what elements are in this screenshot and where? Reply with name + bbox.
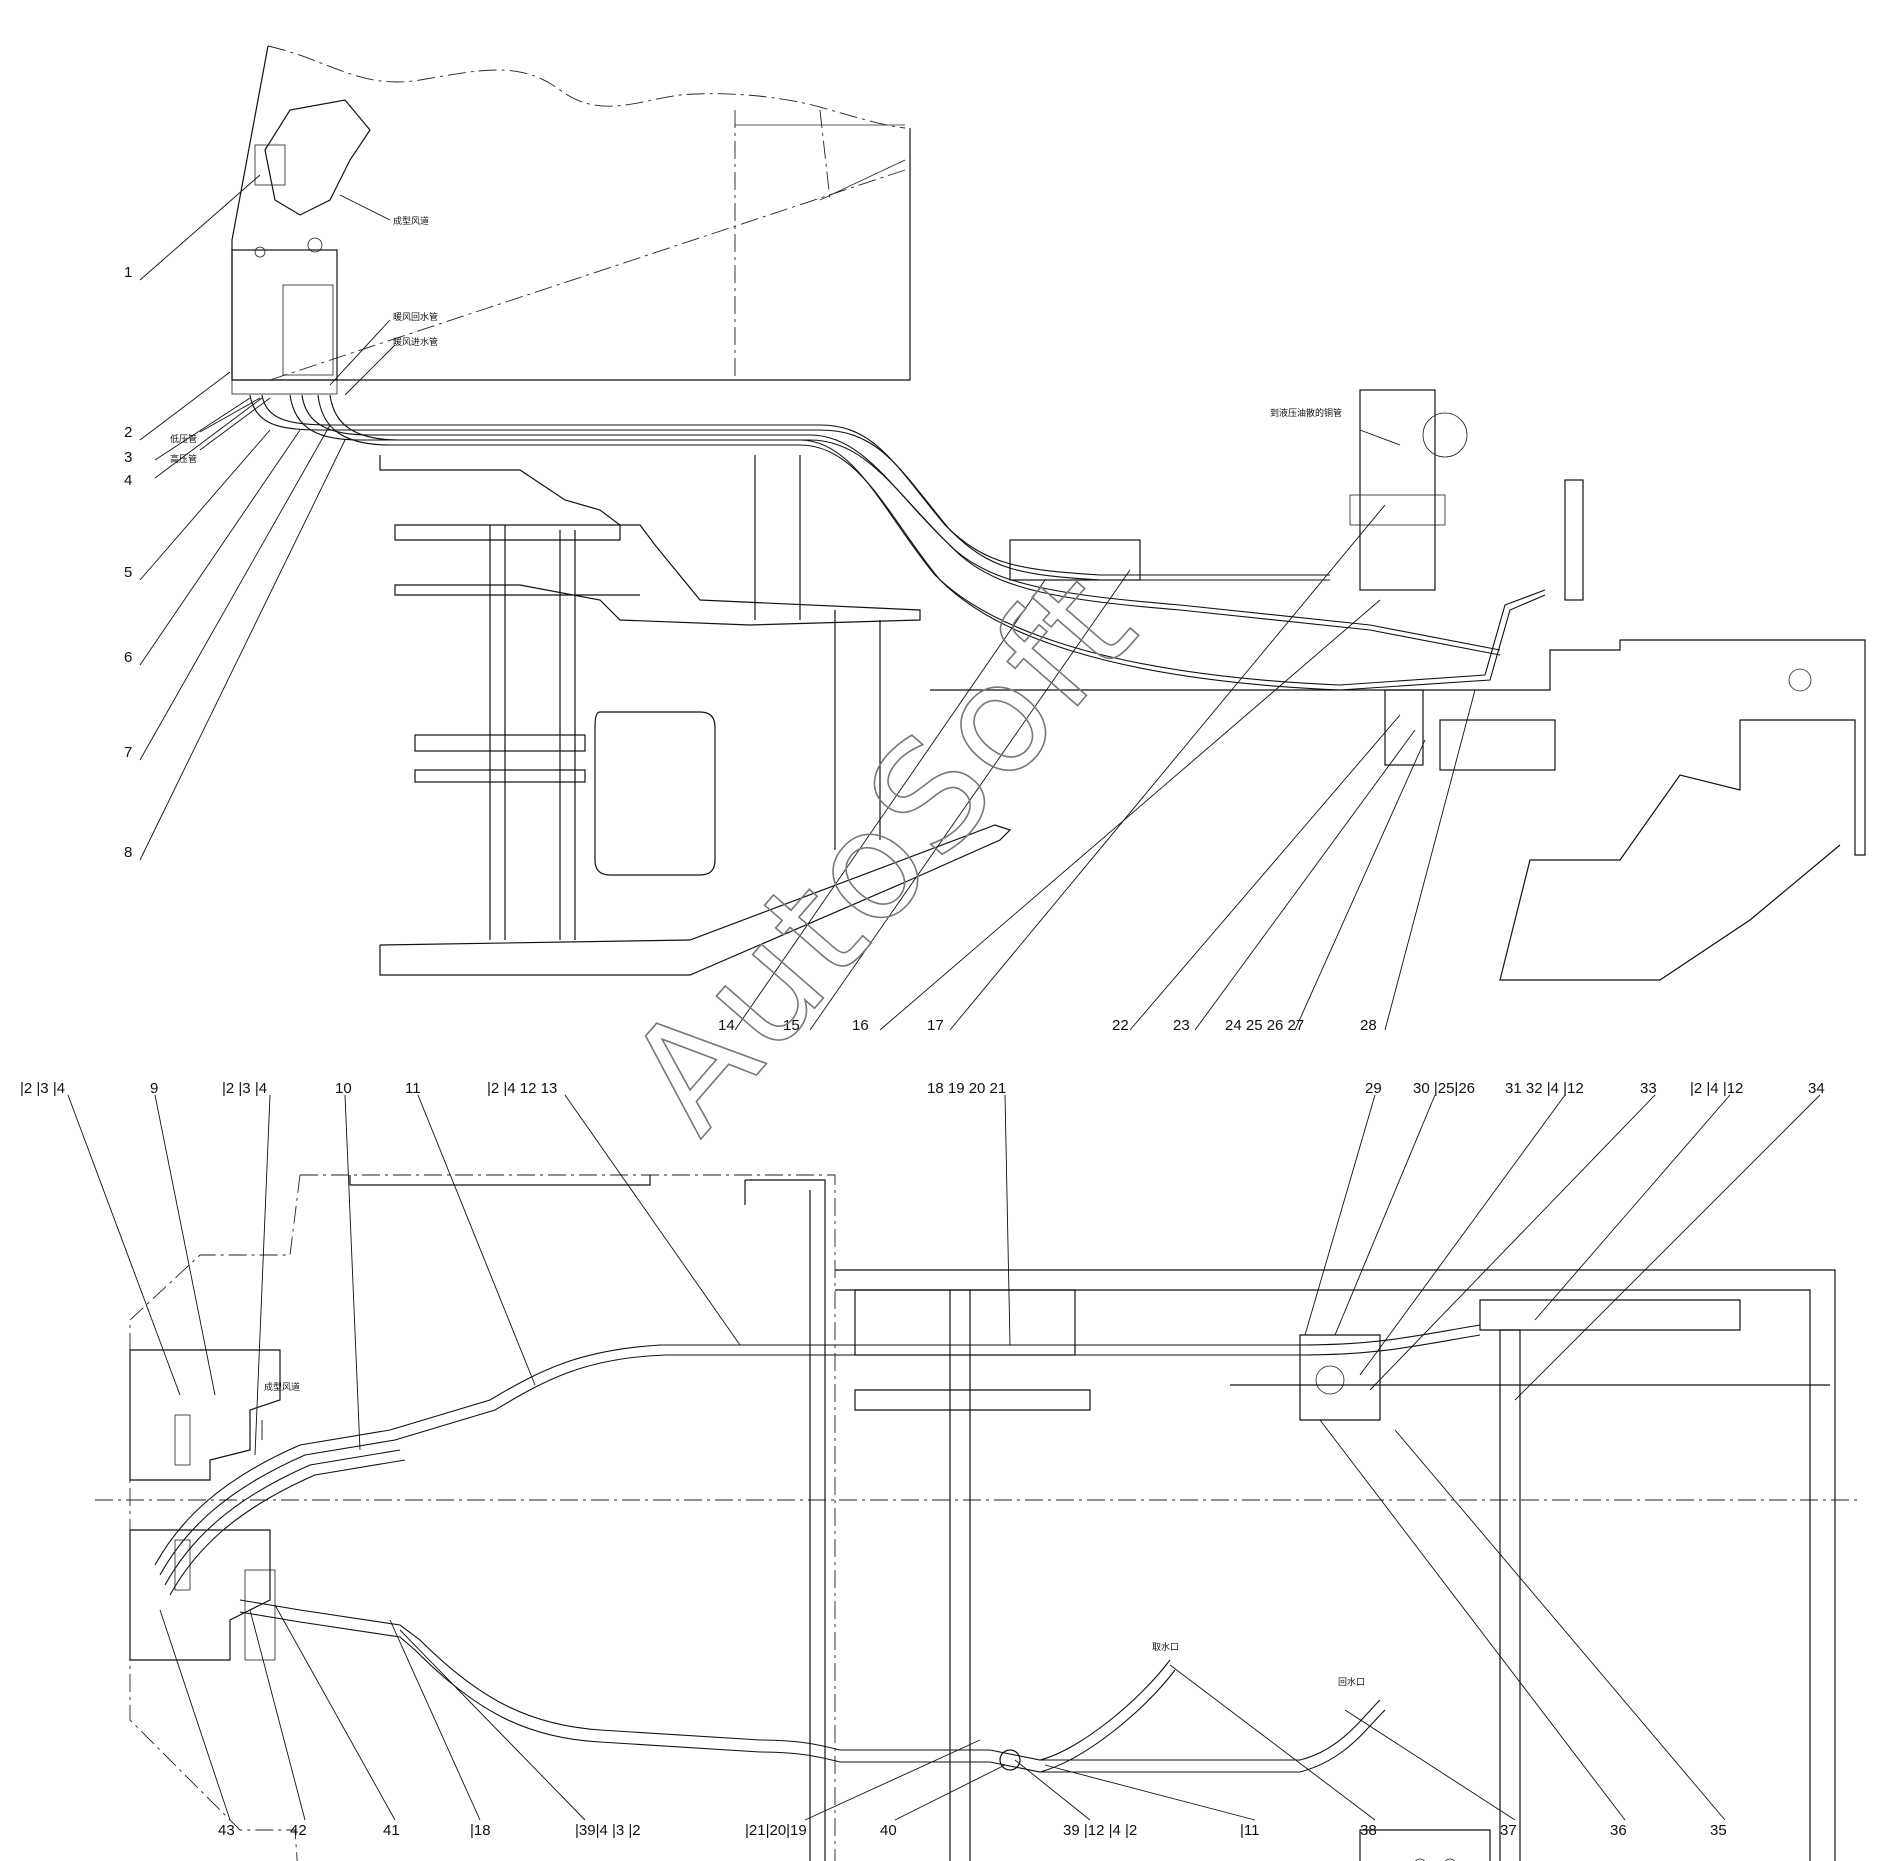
part-label: |18: [470, 1822, 491, 1839]
part-label: 11: [405, 1080, 421, 1097]
cab-footprint: [129, 1174, 301, 1861]
part-label: 10: [335, 1080, 352, 1097]
hvac-unit-plan: [129, 1349, 281, 1481]
part-label: 37: [1500, 1822, 1517, 1839]
part-label: 5: [124, 564, 132, 581]
part-label: 33: [1640, 1080, 1657, 1097]
plan-view: [95, 1174, 1860, 1861]
part-label: 7: [124, 744, 132, 761]
part-label: |2 |4 |12: [1690, 1080, 1743, 1097]
part-label: 17: [927, 1017, 944, 1034]
part-label: |2 |4 12 13: [487, 1080, 557, 1097]
annot-to-oil-pump: 到液压油散的铜管: [1270, 407, 1342, 419]
pump-assembly: [1359, 389, 1436, 591]
annot-duct-plan: 成型风道: [264, 1381, 300, 1393]
part-label: 39 |12 |4 |2: [1063, 1822, 1137, 1839]
part-label: 1: [124, 264, 132, 281]
part-label: 35: [1710, 1822, 1727, 1839]
part-label: 28: [1360, 1017, 1377, 1034]
rear-frame: [930, 639, 1866, 981]
part-label: 41: [383, 1822, 400, 1839]
part-label: 22: [1112, 1017, 1129, 1034]
part-label: 6: [124, 649, 132, 666]
tee-fitting: [999, 1749, 1021, 1771]
part-label: 24 25 26 27: [1225, 1017, 1304, 1034]
compressor-plan: [1299, 1334, 1381, 1421]
hvac-unit: [231, 249, 338, 381]
cab-floor-outline: [744, 1179, 826, 1861]
part-label: 29: [1365, 1080, 1382, 1097]
part-label: 42: [290, 1822, 307, 1839]
cab-break-line: [267, 45, 906, 129]
annot-return-pipe: 暖风回水管: [393, 311, 438, 323]
fuel-tank: [594, 711, 716, 876]
part-label: 23: [1173, 1017, 1190, 1034]
annot-inlet-pipe: 暖风进水管: [393, 336, 438, 348]
seat-frame: [379, 455, 921, 626]
filter-canister: [1384, 689, 1424, 766]
rear-chassis-frame: [835, 1269, 1836, 1861]
annot-water-outlet: 取水口: [1152, 1641, 1179, 1653]
part-label: 40: [880, 1822, 897, 1839]
annot-high-pressure: 高压管: [170, 453, 197, 465]
part-label: |2 |3 |4: [20, 1080, 65, 1097]
part-label: 2: [124, 424, 132, 441]
part-label: 18 19 20 21: [927, 1080, 1006, 1097]
part-label: 30 |25|26: [1413, 1080, 1475, 1097]
annot-low-pressure: 低压管: [170, 433, 197, 445]
part-label: 14: [718, 1017, 735, 1034]
watermark: AutoSoft: [596, 539, 1171, 1164]
annot-water-return: 回水口: [1338, 1676, 1365, 1688]
plan-view-leaders: [67, 1094, 1821, 1821]
air-duct: [264, 99, 371, 216]
side-elevation-view: [231, 45, 1866, 981]
part-label: 4: [124, 472, 132, 489]
part-label: 31 32 |4 |12: [1505, 1080, 1584, 1097]
hvac-grille: [282, 284, 334, 376]
part-label: 9: [150, 1080, 158, 1097]
part-label: |21|20|19: [745, 1822, 807, 1839]
part-label: 15: [783, 1017, 800, 1034]
part-label: |11: [1240, 1822, 1259, 1839]
part-label: |2 |3 |4: [222, 1080, 267, 1097]
part-label: 43: [218, 1822, 235, 1839]
part-label: 3: [124, 449, 132, 466]
annot-duct-top: 成型风道: [393, 215, 429, 227]
part-label: |39|4 |3 |2: [575, 1822, 641, 1839]
side-view-leaders: [139, 174, 1476, 1031]
part-label: 16: [852, 1017, 869, 1034]
cab-outline: [231, 45, 911, 381]
part-label: 38: [1360, 1822, 1377, 1839]
part-label: 36: [1610, 1822, 1627, 1839]
part-label: 8: [124, 844, 132, 861]
part-label: 34: [1808, 1080, 1825, 1097]
